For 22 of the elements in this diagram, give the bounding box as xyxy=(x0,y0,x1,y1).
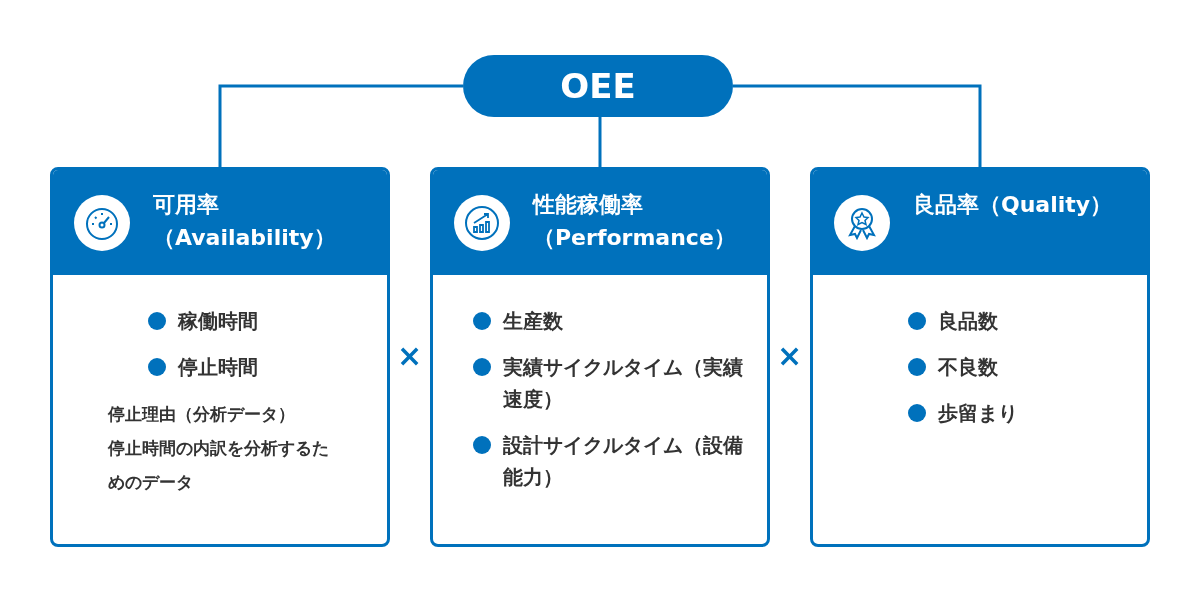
bullet-text: 良品数 xyxy=(938,308,999,335)
card-heading: 可用率（Availability） xyxy=(153,191,337,252)
bullet-text: 設計サイクルタイム（設備能力） xyxy=(503,432,743,491)
card xyxy=(430,167,770,547)
title-pill: OEE xyxy=(463,55,733,117)
card-heading: 良品率（Quality） xyxy=(913,191,1114,219)
bullet-text: 稼働時間 xyxy=(178,308,259,335)
note-text: 停止時間の内訳を分析するためのデータ xyxy=(108,437,330,494)
connector-line xyxy=(598,117,602,167)
connector-line xyxy=(733,84,982,167)
card-heading: 性能稼働率（Performance） xyxy=(533,191,737,252)
bullet-text: 実績サイクルタイム（実績速度） xyxy=(503,354,743,413)
multiply-sign: × xyxy=(777,338,803,373)
note-text: 停止理由（分析データ） xyxy=(108,403,296,426)
multiply-sign: × xyxy=(397,338,423,373)
card xyxy=(50,167,390,547)
bullet-text: 不良数 xyxy=(938,354,999,381)
bullet-text: 歩留まり xyxy=(938,400,1019,427)
card xyxy=(810,167,1150,547)
bullet-text: 生産数 xyxy=(503,308,564,335)
bullet-text: 停止時間 xyxy=(178,354,259,381)
connector-line xyxy=(218,84,463,167)
